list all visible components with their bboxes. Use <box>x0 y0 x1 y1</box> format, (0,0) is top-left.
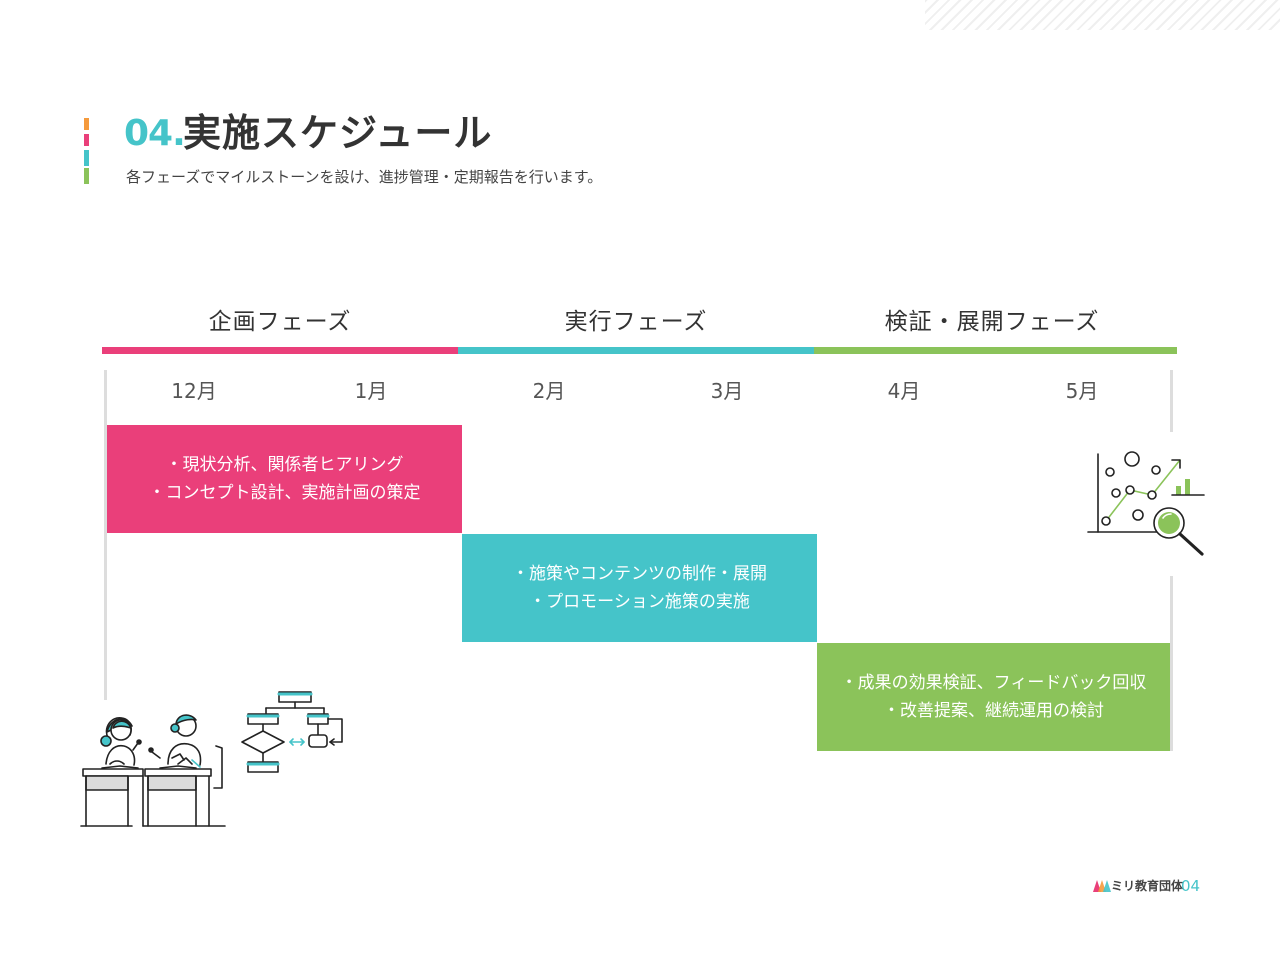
month-label: 3月 <box>710 379 744 403</box>
accent-bar-teal <box>84 150 89 166</box>
month-label: 2月 <box>532 379 566 403</box>
phase-bar-planning <box>102 347 458 354</box>
page-title: 実施スケジュール <box>183 111 493 155</box>
timeline-right-line-bottom <box>1170 576 1173 751</box>
task-line: ・コンセプト設計、実施計画の策定 <box>148 483 421 503</box>
phase-label-planning: 企画フェーズ <box>208 309 352 335</box>
phase-label-verification: 検証・展開フェーズ <box>884 309 1100 335</box>
students-planning-illustration <box>80 691 343 827</box>
accent-bar-orange <box>84 118 89 130</box>
month-label: 5月 <box>1065 379 1099 403</box>
task-block-execution: ・施策やコンテンツの制作・展開 ・プロモーション施策の実施 <box>462 534 817 642</box>
task-line: ・成果の効果検証、フィードバック回収 <box>840 673 1147 693</box>
task-block-verification: ・成果の効果検証、フィードバック回収 ・改善提案、継続運用の検討 <box>817 643 1170 751</box>
section-number: 04. <box>124 113 186 154</box>
page-number: 04 <box>1181 877 1201 895</box>
month-label: 1月 <box>354 379 388 403</box>
timeline-left-line <box>104 370 107 700</box>
phase-bar-verification <box>814 347 1177 354</box>
data-analysis-illustration <box>1087 451 1205 556</box>
task-line: ・現状分析、関係者ヒアリング <box>165 455 404 475</box>
month-label: 12月 <box>171 379 217 403</box>
task-line: ・改善提案、継続運用の検討 <box>883 701 1104 721</box>
timeline-right-line-top <box>1170 370 1173 432</box>
task-line: ・施策やコンテンツの制作・展開 <box>512 564 767 584</box>
task-block-planning: ・現状分析、関係者ヒアリング ・コンセプト設計、実施計画の策定 <box>107 425 462 533</box>
decorative-stripes <box>925 0 1280 30</box>
phase-bar-execution <box>458 347 814 354</box>
accent-bar-green <box>84 168 89 184</box>
organization-logo-icon <box>1093 880 1111 892</box>
page-subtitle: 各フェーズでマイルストーンを設け、進捗管理・定期報告を行います。 <box>126 168 603 186</box>
month-label: 4月 <box>887 379 921 403</box>
task-line: ・プロモーション施策の実施 <box>529 592 750 612</box>
accent-bar-pink <box>84 134 89 146</box>
organization-name: ミリ教育団体 <box>1111 879 1184 893</box>
phase-label-execution: 実行フェーズ <box>564 309 708 335</box>
